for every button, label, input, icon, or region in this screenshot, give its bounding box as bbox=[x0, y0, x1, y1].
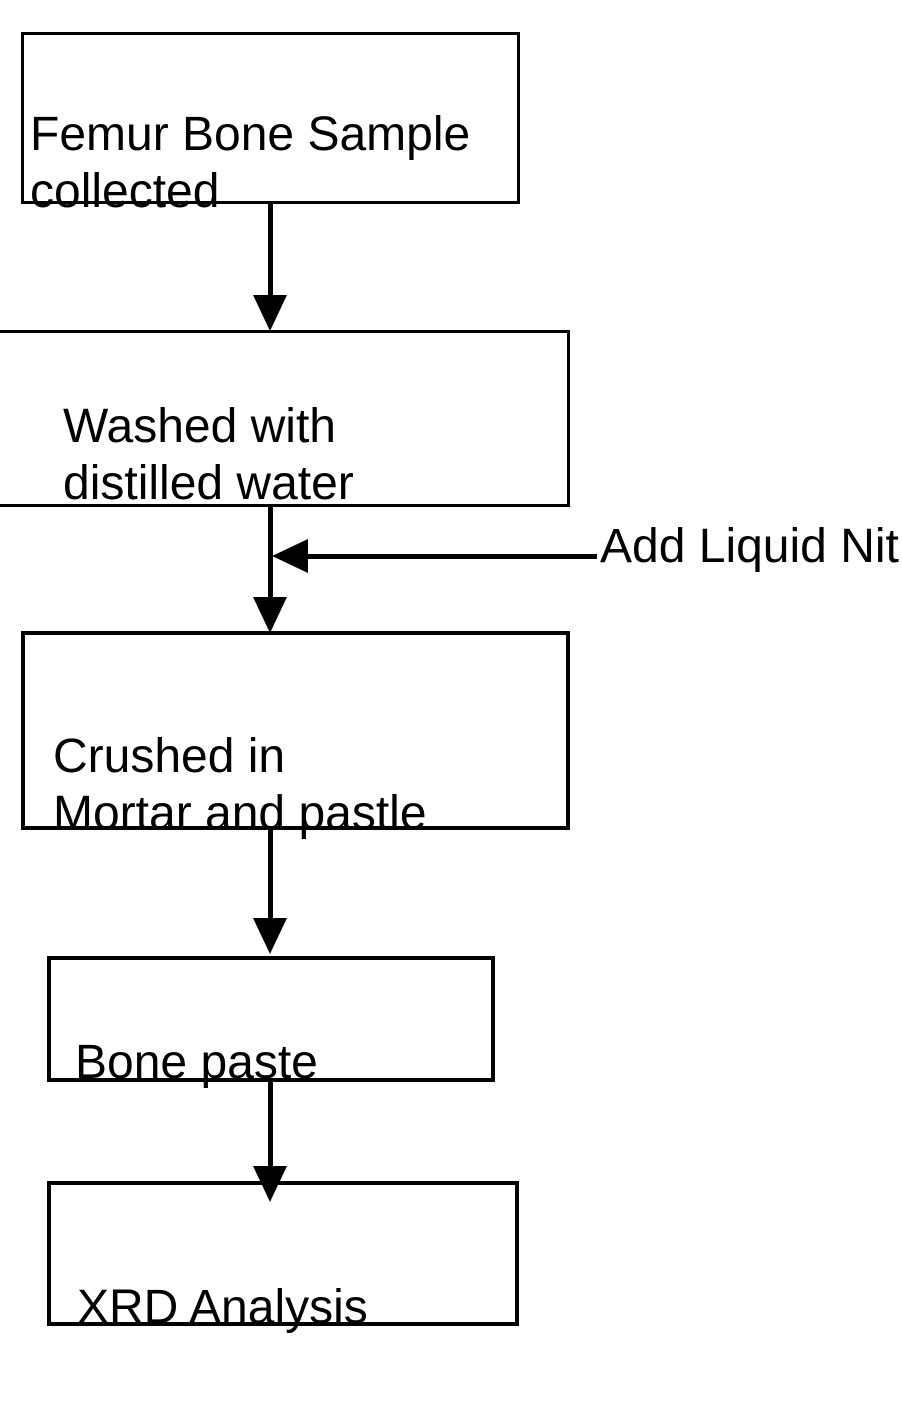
arrowhead-down-icon bbox=[253, 597, 287, 633]
arrowhead-down-icon bbox=[253, 918, 287, 954]
annotation-arrow-line bbox=[308, 554, 597, 559]
annotation-add-liquid-label: Add Liquid Nit bbox=[600, 520, 899, 573]
connector-line-collect-to-wash bbox=[268, 204, 273, 296]
node-femur-bone-sample-label: Femur Bone Sample collected bbox=[30, 108, 471, 218]
node-bone-paste: Bone paste bbox=[47, 956, 495, 1089]
connector-line-wash-to-crush bbox=[268, 507, 273, 597]
node-xrd-analysis-label: XRD Analysis bbox=[77, 1281, 368, 1334]
arrowhead-down-icon bbox=[253, 1166, 287, 1202]
node-washed-distilled-water-label: Washed with distilled water bbox=[63, 400, 354, 510]
node-crushed-mortar-pastle: Crushed in Mortar and pastle bbox=[21, 631, 570, 840]
connector-line-paste-to-xrd bbox=[268, 1082, 273, 1166]
connector-line-crush-to-paste bbox=[268, 830, 273, 918]
node-xrd-analysis: XRD Analysis bbox=[47, 1181, 519, 1334]
node-bone-paste-label: Bone paste bbox=[75, 1036, 318, 1089]
arrowhead-down-icon bbox=[253, 295, 287, 331]
node-crushed-mortar-pastle-label: Crushed in Mortar and pastle bbox=[53, 730, 427, 840]
arrowhead-left-icon bbox=[272, 539, 308, 573]
node-femur-bone-sample: Femur Bone Sample collected bbox=[21, 32, 520, 218]
node-washed-distilled-water: Washed with distilled water bbox=[0, 330, 570, 510]
